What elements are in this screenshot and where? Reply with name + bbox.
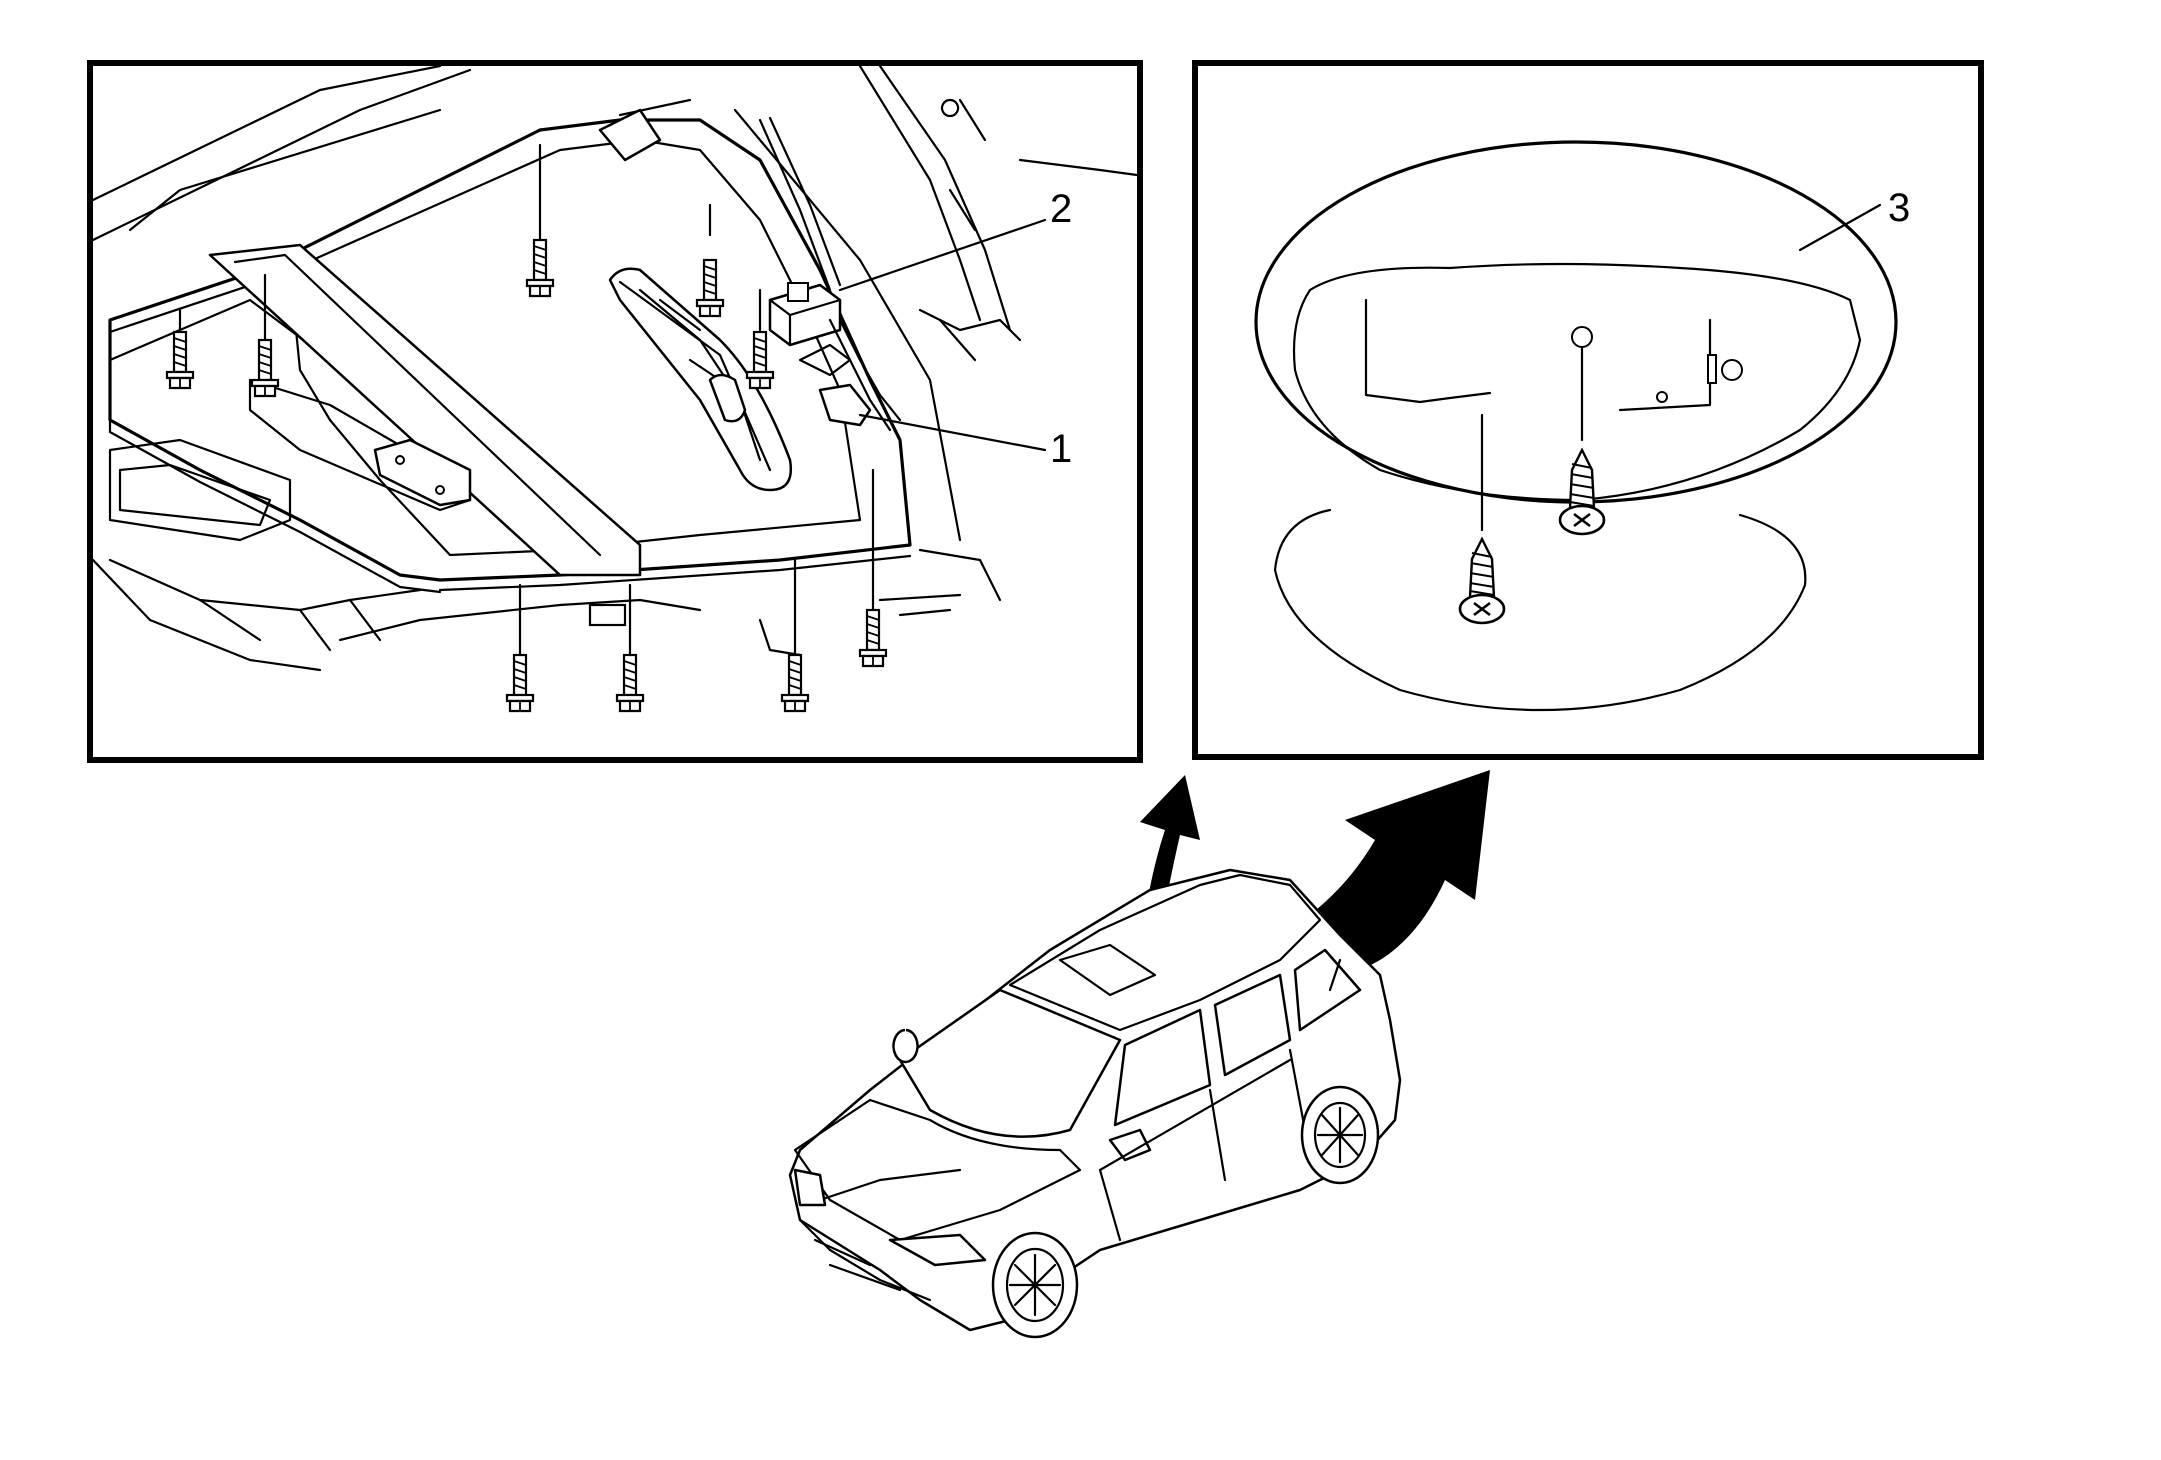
callout-3-leader <box>1798 203 1882 252</box>
dome-lamp-lens <box>1273 508 1807 712</box>
right-panel-frame <box>1192 60 1984 760</box>
callout-3-label: 3 <box>1888 186 1910 230</box>
right-detail-panel: 3 <box>1192 60 1984 760</box>
left-panel-frame <box>87 60 1143 763</box>
left-detail-panel: 2 1 <box>87 60 1143 763</box>
callout-1-label: 1 <box>1050 427 1072 471</box>
harness-clip <box>818 383 872 427</box>
callout-1-leader <box>858 413 1047 452</box>
vehicle-body <box>788 868 1402 1332</box>
vehicle-overview <box>788 770 1490 1339</box>
callout-2-label: 2 <box>1050 187 1072 231</box>
pointer-arrow-right-icon <box>1090 770 1490 1020</box>
callout-2-leader <box>838 218 1047 292</box>
roof-underside-illustration <box>93 66 1137 713</box>
